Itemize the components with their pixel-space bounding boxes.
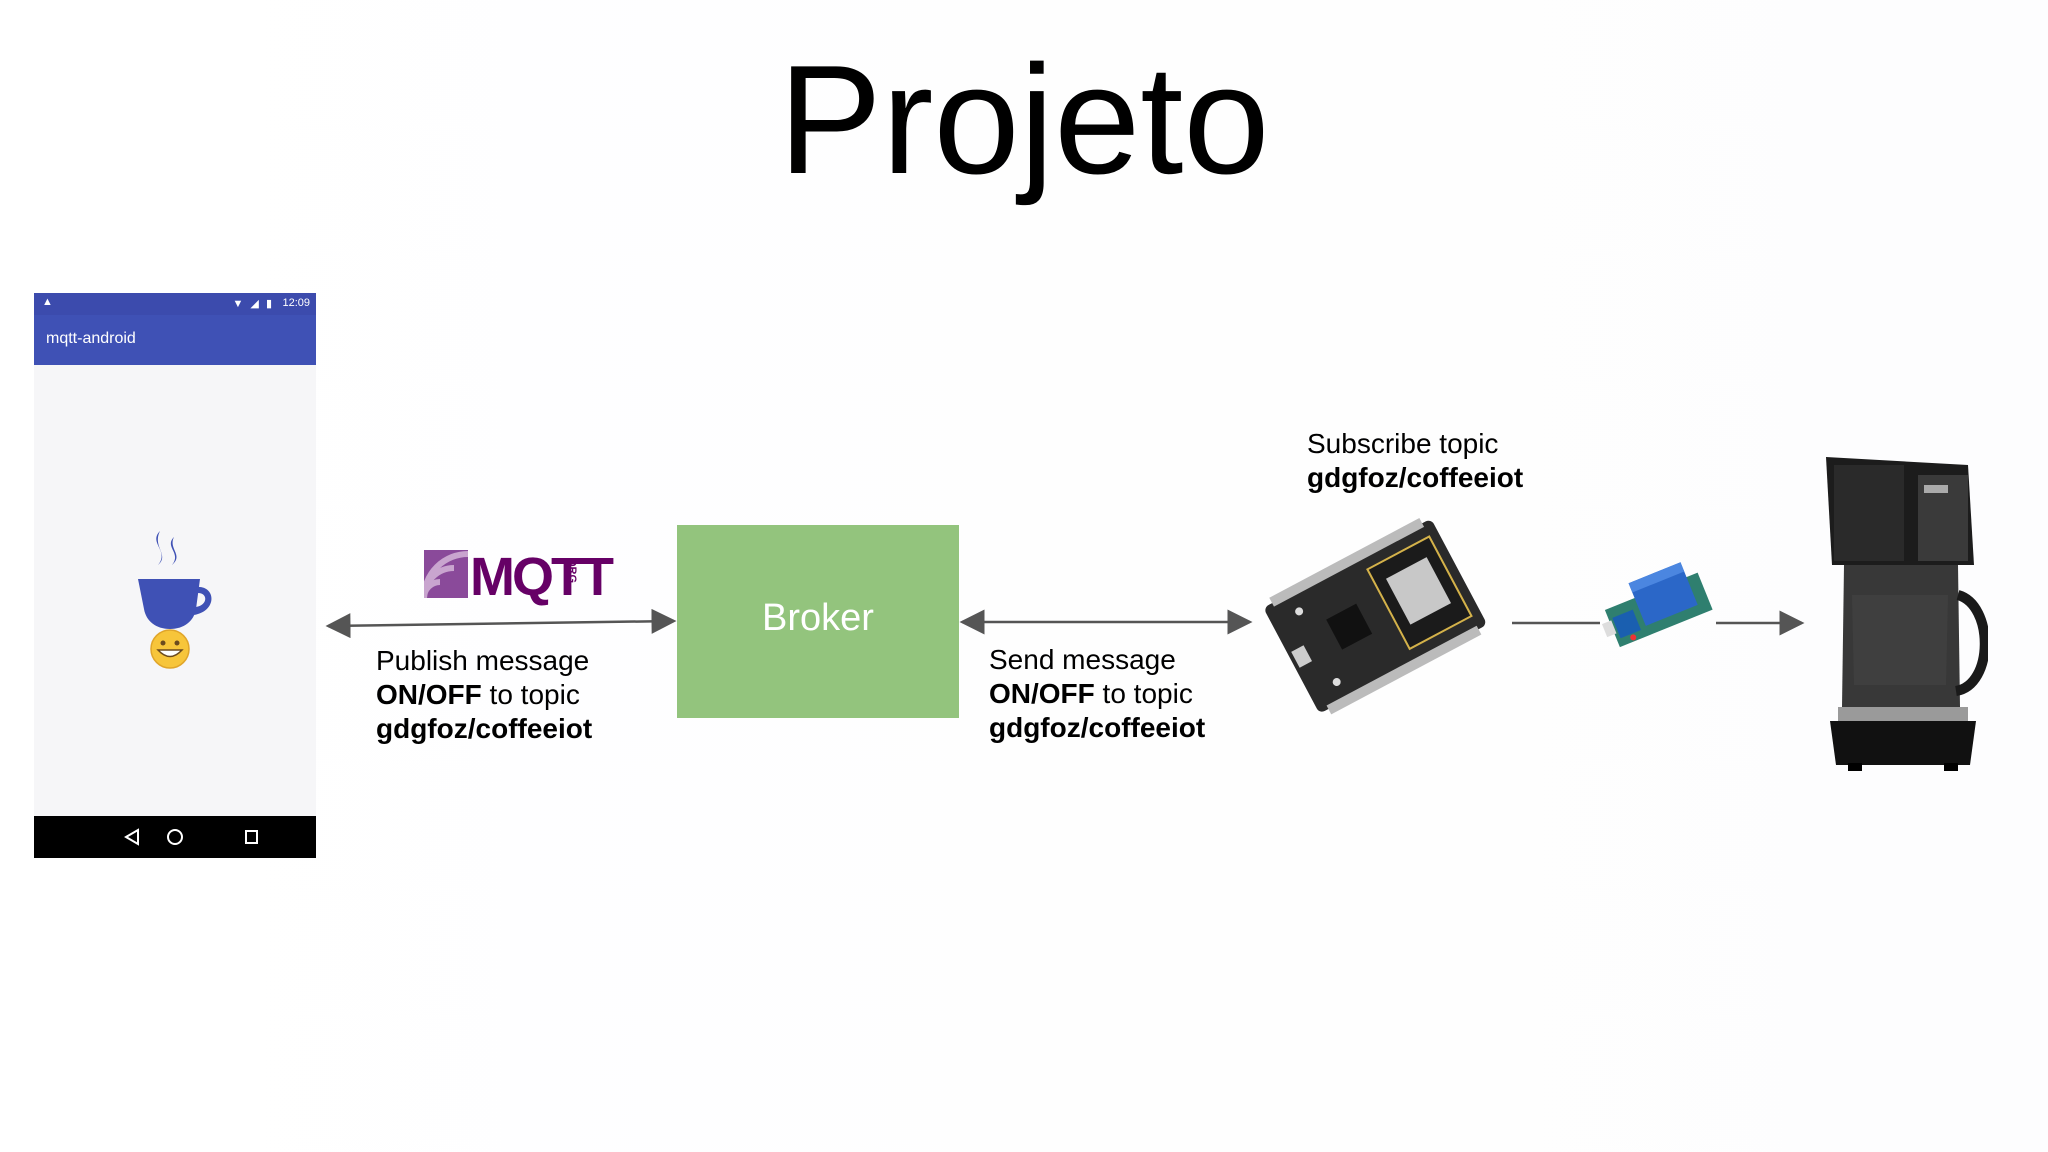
send-bold: ON/OFF: [989, 678, 1095, 709]
send-label: Send message ON/OFF to topic gdgfoz/coff…: [989, 643, 1205, 745]
send-line1: Send message: [989, 643, 1205, 677]
subscribe-line1: Subscribe topic: [1307, 427, 1523, 461]
publish-bold: ON/OFF: [376, 679, 482, 710]
publish-label: Publish message ON/OFF to topic gdgfoz/c…: [376, 644, 592, 746]
broker-label: Broker: [677, 597, 959, 640]
nodemcu-board-icon: [1255, 515, 1505, 735]
subscribe-topic: gdgfoz/coffeeiot: [1307, 462, 1523, 493]
broker-box: Broker: [677, 525, 959, 718]
send-rest: to topic: [1095, 678, 1193, 709]
relay-module-icon: [1600, 560, 1716, 656]
publish-topic: gdgfoz/coffeeiot: [376, 713, 592, 744]
coffee-maker-icon: [1808, 445, 1988, 775]
arrow-phone-broker: [328, 621, 674, 626]
publish-line1: Publish message: [376, 644, 592, 678]
subscribe-label: Subscribe topic gdgfoz/coffeeiot: [1307, 427, 1523, 495]
publish-rest: to topic: [482, 679, 580, 710]
send-topic: gdgfoz/coffeeiot: [989, 712, 1205, 743]
